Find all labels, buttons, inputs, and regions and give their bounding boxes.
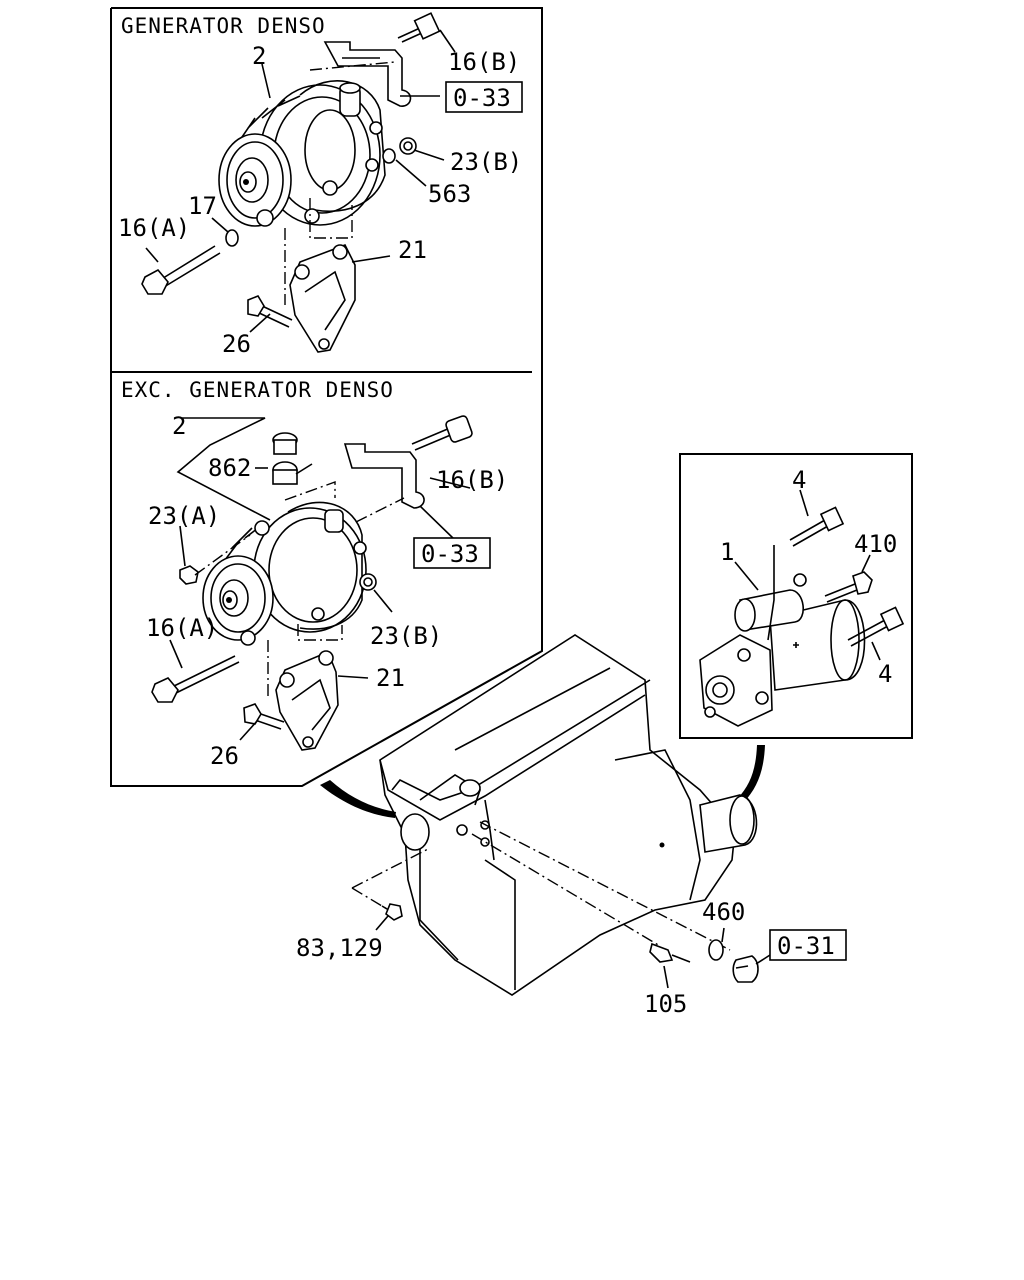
ref-mid-033[interactable]: 0-33 bbox=[421, 540, 479, 568]
cap-862 bbox=[272, 432, 313, 485]
callout-top-563: 563 bbox=[428, 180, 471, 208]
bolt-83-129 bbox=[381, 903, 403, 921]
callout-mid-862: 862 bbox=[208, 454, 251, 482]
callout-top-16b: 16(B) bbox=[448, 48, 520, 76]
bolt-16b-top bbox=[397, 12, 441, 43]
ref-box-mid-033[interactable] bbox=[413, 537, 491, 569]
callout-mid-16b: 16(B) bbox=[436, 466, 508, 494]
nut-23a bbox=[179, 565, 199, 585]
callout-engine-83-129: 83,129 bbox=[296, 934, 383, 962]
ref-top-033[interactable]: 0-33 bbox=[453, 84, 511, 112]
callout-mid-21: 21 bbox=[376, 664, 405, 692]
bolt-4-bottom bbox=[847, 606, 905, 647]
callout-starter-4-top: 4 bbox=[792, 466, 806, 494]
nut-23b-mid bbox=[359, 573, 377, 591]
callout-mid-23b: 23(B) bbox=[370, 622, 442, 650]
callout-top-26: 26 bbox=[222, 330, 251, 358]
callout-top-23b: 23(B) bbox=[450, 148, 522, 176]
bolt-410 bbox=[824, 571, 873, 603]
leaders-engine bbox=[375, 915, 771, 989]
callout-mid-16a: 16(A) bbox=[146, 614, 218, 642]
generator-panel-frame bbox=[110, 7, 543, 787]
nut-23b-top bbox=[399, 137, 417, 155]
alternator-non-denso-drawing bbox=[202, 501, 367, 646]
starter-panel-frame bbox=[679, 453, 913, 739]
callout-starter-1: 1 bbox=[720, 538, 734, 566]
ref-box-top-033[interactable] bbox=[445, 81, 523, 113]
bracket-21-top bbox=[289, 243, 356, 353]
callout-top-17: 17 bbox=[188, 192, 217, 220]
indicator-arrows bbox=[320, 745, 765, 818]
callout-engine-460: 460 bbox=[702, 898, 745, 926]
callout-mid-2: 2 bbox=[172, 412, 186, 440]
engine-block-drawing bbox=[379, 634, 758, 996]
leaders-mid bbox=[169, 417, 471, 741]
bracket-21-mid bbox=[275, 650, 339, 751]
leaders-top bbox=[145, 29, 456, 333]
callout-top-2: 2 bbox=[252, 42, 266, 70]
callout-starter-4-bottom: 4 bbox=[878, 660, 892, 688]
callout-top-16a: 16(A) bbox=[118, 214, 190, 242]
panel-title-generator-denso: GENERATOR DENSO bbox=[121, 14, 326, 38]
plug-031 bbox=[732, 955, 759, 983]
starter-motor-drawing bbox=[699, 573, 866, 727]
alternator-denso-drawing bbox=[218, 80, 386, 227]
bolt-26-top bbox=[247, 295, 293, 328]
bolt-16a-top bbox=[141, 245, 221, 295]
bolt-26-mid bbox=[243, 703, 285, 730]
bolt-4-top bbox=[789, 506, 845, 547]
adjust-bracket-top bbox=[323, 41, 412, 107]
adjust-bracket-mid bbox=[343, 443, 425, 509]
sensor-105 bbox=[649, 942, 691, 963]
ref-box-engine-031[interactable] bbox=[769, 929, 847, 961]
ref-engine-031[interactable]: 0-31 bbox=[777, 932, 835, 960]
panel-title-exc-generator-denso: EXC. GENERATOR DENSO bbox=[121, 378, 394, 402]
washer-17 bbox=[225, 229, 239, 247]
callout-top-21: 21 bbox=[398, 236, 427, 264]
bolt-16b-mid bbox=[411, 415, 473, 451]
leaders-starter bbox=[734, 489, 881, 661]
washer-563 bbox=[382, 148, 396, 164]
callout-engine-105: 105 bbox=[644, 990, 687, 1018]
bolt-16a-mid bbox=[151, 655, 240, 703]
callout-starter-410: 410 bbox=[854, 530, 897, 558]
callout-mid-26: 26 bbox=[210, 742, 239, 770]
washer-460 bbox=[708, 939, 724, 961]
callout-mid-23a: 23(A) bbox=[148, 502, 220, 530]
